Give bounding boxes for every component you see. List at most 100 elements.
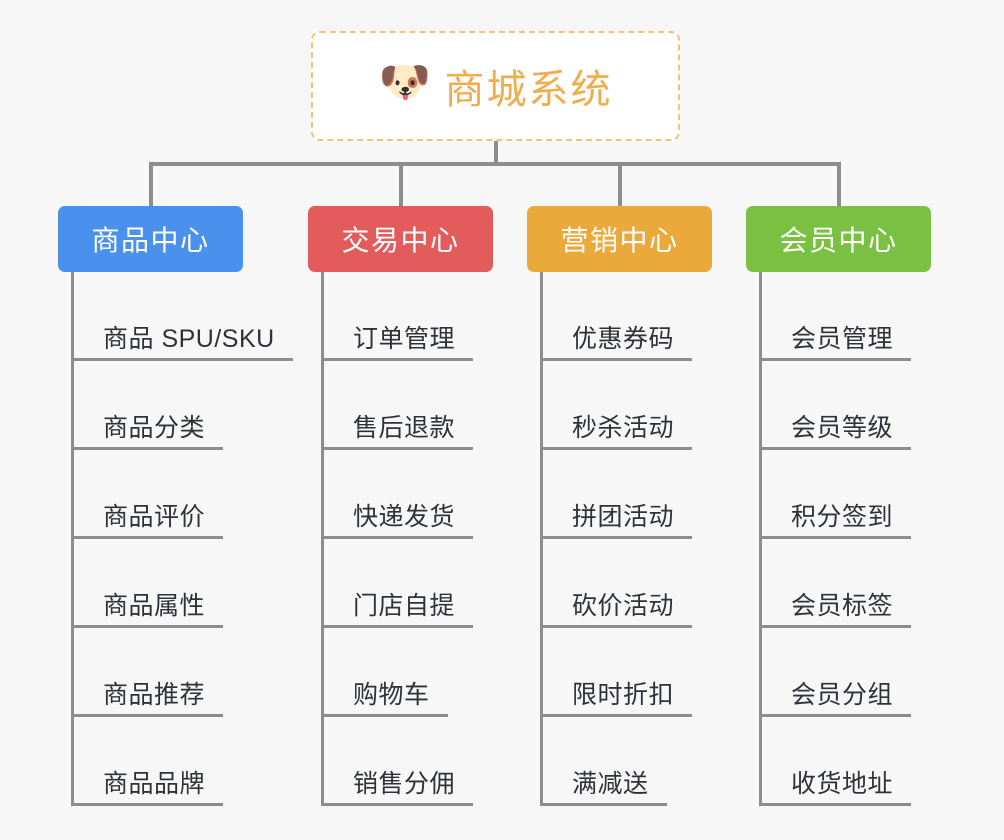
leaf-label: 收货地址 bbox=[791, 770, 894, 798]
leaf-label: 售后退款 bbox=[353, 414, 456, 442]
leaf-label: 商品品牌 bbox=[103, 770, 206, 798]
connector-drop-2 bbox=[399, 162, 403, 208]
root-node[interactable]: 🐶 商城系统 bbox=[311, 31, 680, 141]
list-item[interactable]: 满减送 bbox=[527, 717, 712, 806]
leaf-label: 会员管理 bbox=[791, 325, 894, 353]
column-spine bbox=[759, 272, 762, 806]
leaf-connector: 售后退款 bbox=[321, 413, 474, 450]
list-item[interactable]: 销售分佣 bbox=[308, 717, 493, 806]
connector-bus bbox=[149, 162, 841, 166]
list-item[interactable]: 商品分类 bbox=[58, 361, 243, 450]
leaf-label: 商品评价 bbox=[103, 503, 206, 531]
list-item[interactable]: 快递发货 bbox=[308, 450, 493, 539]
leaf-connector: 商品品牌 bbox=[71, 769, 224, 806]
leaf-label: 砍价活动 bbox=[572, 592, 675, 620]
list-item[interactable]: 限时折扣 bbox=[527, 628, 712, 717]
root-title: 商城系统 bbox=[444, 68, 613, 112]
list-item[interactable]: 商品评价 bbox=[58, 450, 243, 539]
leaf-connector: 拼团活动 bbox=[540, 502, 693, 539]
leaf-label: 优惠券码 bbox=[572, 325, 675, 353]
leaf-connector: 限时折扣 bbox=[540, 680, 693, 717]
leaf-label: 会员标签 bbox=[791, 592, 894, 620]
category-header-label: 交易中心 bbox=[341, 225, 460, 256]
leaf-label: 秒杀活动 bbox=[572, 414, 675, 442]
leaf-label: 限时折扣 bbox=[572, 681, 675, 709]
category-header-marketing-center[interactable]: 营销中心 bbox=[527, 206, 712, 272]
category-header-label: 商品中心 bbox=[91, 225, 210, 256]
leaf-label: 积分签到 bbox=[791, 503, 894, 531]
leaf-list: 订单管理售后退款快递发货门店自提购物车销售分佣 bbox=[308, 272, 493, 806]
leaf-connector: 砍价活动 bbox=[540, 591, 693, 628]
list-item[interactable]: 商品推荐 bbox=[58, 628, 243, 717]
dog-face-icon: 🐶 bbox=[378, 58, 431, 105]
category-header-product-center[interactable]: 商品中心 bbox=[58, 206, 243, 272]
leaf-connector: 商品分类 bbox=[71, 413, 224, 450]
list-item[interactable]: 会员管理 bbox=[746, 272, 931, 361]
column-trade-center: 交易中心订单管理售后退款快递发货门店自提购物车销售分佣 bbox=[308, 206, 493, 806]
column-spine bbox=[540, 272, 543, 806]
connector-drop-3 bbox=[618, 162, 622, 208]
leaf-connector: 门店自提 bbox=[321, 591, 474, 628]
leaf-label: 商品属性 bbox=[103, 592, 206, 620]
leaf-connector: 购物车 bbox=[321, 680, 448, 717]
leaf-connector: 秒杀活动 bbox=[540, 413, 693, 450]
category-header-member-center[interactable]: 会员中心 bbox=[746, 206, 931, 272]
leaf-connector: 商品推荐 bbox=[71, 680, 224, 717]
leaf-label: 会员等级 bbox=[791, 414, 894, 442]
leaf-connector: 优惠券码 bbox=[540, 324, 693, 361]
leaf-connector: 满减送 bbox=[540, 769, 667, 806]
list-item[interactable]: 积分签到 bbox=[746, 450, 931, 539]
leaf-list: 优惠券码秒杀活动拼团活动砍价活动限时折扣满减送 bbox=[527, 272, 712, 806]
leaf-connector: 销售分佣 bbox=[321, 769, 474, 806]
leaf-label: 会员分组 bbox=[791, 681, 894, 709]
list-item[interactable]: 购物车 bbox=[308, 628, 493, 717]
list-item[interactable]: 商品属性 bbox=[58, 539, 243, 628]
leaf-label: 订单管理 bbox=[353, 325, 456, 353]
leaf-connector: 快递发货 bbox=[321, 502, 474, 539]
column-spine bbox=[71, 272, 74, 806]
leaf-connector: 积分签到 bbox=[759, 502, 912, 539]
leaf-label: 满减送 bbox=[572, 770, 649, 798]
connector-root-stem bbox=[494, 141, 498, 165]
leaf-connector: 会员管理 bbox=[759, 324, 912, 361]
connector-drop-4 bbox=[837, 162, 841, 208]
leaf-connector: 商品 SPU/SKU bbox=[71, 324, 293, 361]
leaf-connector: 订单管理 bbox=[321, 324, 474, 361]
leaf-label: 商品 SPU/SKU bbox=[103, 325, 275, 353]
leaf-list: 会员管理会员等级积分签到会员标签会员分组收货地址 bbox=[746, 272, 931, 806]
leaf-label: 销售分佣 bbox=[353, 770, 456, 798]
leaf-label: 快递发货 bbox=[353, 503, 456, 531]
leaf-connector: 收货地址 bbox=[759, 769, 912, 806]
list-item[interactable]: 商品 SPU/SKU bbox=[58, 272, 293, 361]
column-product-center: 商品中心商品 SPU/SKU 商品分类商品评价商品属性商品推荐商品品牌 bbox=[58, 206, 293, 806]
list-item[interactable]: 秒杀活动 bbox=[527, 361, 712, 450]
leaf-label: 拼团活动 bbox=[572, 503, 675, 531]
list-item[interactable]: 会员分组 bbox=[746, 628, 931, 717]
leaf-connector: 商品评价 bbox=[71, 502, 224, 539]
leaf-label: 商品分类 bbox=[103, 414, 206, 442]
list-item[interactable]: 优惠券码 bbox=[527, 272, 712, 361]
leaf-list: 商品 SPU/SKU 商品分类商品评价商品属性商品推荐商品品牌 bbox=[58, 272, 293, 806]
category-header-trade-center[interactable]: 交易中心 bbox=[308, 206, 493, 272]
list-item[interactable]: 售后退款 bbox=[308, 361, 493, 450]
list-item[interactable]: 会员等级 bbox=[746, 361, 931, 450]
list-item[interactable]: 商品品牌 bbox=[58, 717, 243, 806]
list-item[interactable]: 拼团活动 bbox=[527, 450, 712, 539]
list-item[interactable]: 门店自提 bbox=[308, 539, 493, 628]
list-item[interactable]: 收货地址 bbox=[746, 717, 931, 806]
column-member-center: 会员中心会员管理会员等级积分签到会员标签会员分组收货地址 bbox=[746, 206, 931, 806]
category-header-label: 营销中心 bbox=[560, 225, 679, 256]
list-item[interactable]: 订单管理 bbox=[308, 272, 493, 361]
leaf-connector: 会员等级 bbox=[759, 413, 912, 450]
column-marketing-center: 营销中心优惠券码秒杀活动拼团活动砍价活动限时折扣满减送 bbox=[527, 206, 712, 806]
connector-drop-1 bbox=[149, 162, 153, 208]
leaf-label: 商品推荐 bbox=[103, 681, 206, 709]
leaf-connector: 会员标签 bbox=[759, 591, 912, 628]
category-header-label: 会员中心 bbox=[779, 225, 898, 256]
list-item[interactable]: 砍价活动 bbox=[527, 539, 712, 628]
leaf-connector: 商品属性 bbox=[71, 591, 224, 628]
leaf-connector: 会员分组 bbox=[759, 680, 912, 717]
column-spine bbox=[321, 272, 324, 806]
list-item[interactable]: 会员标签 bbox=[746, 539, 931, 628]
